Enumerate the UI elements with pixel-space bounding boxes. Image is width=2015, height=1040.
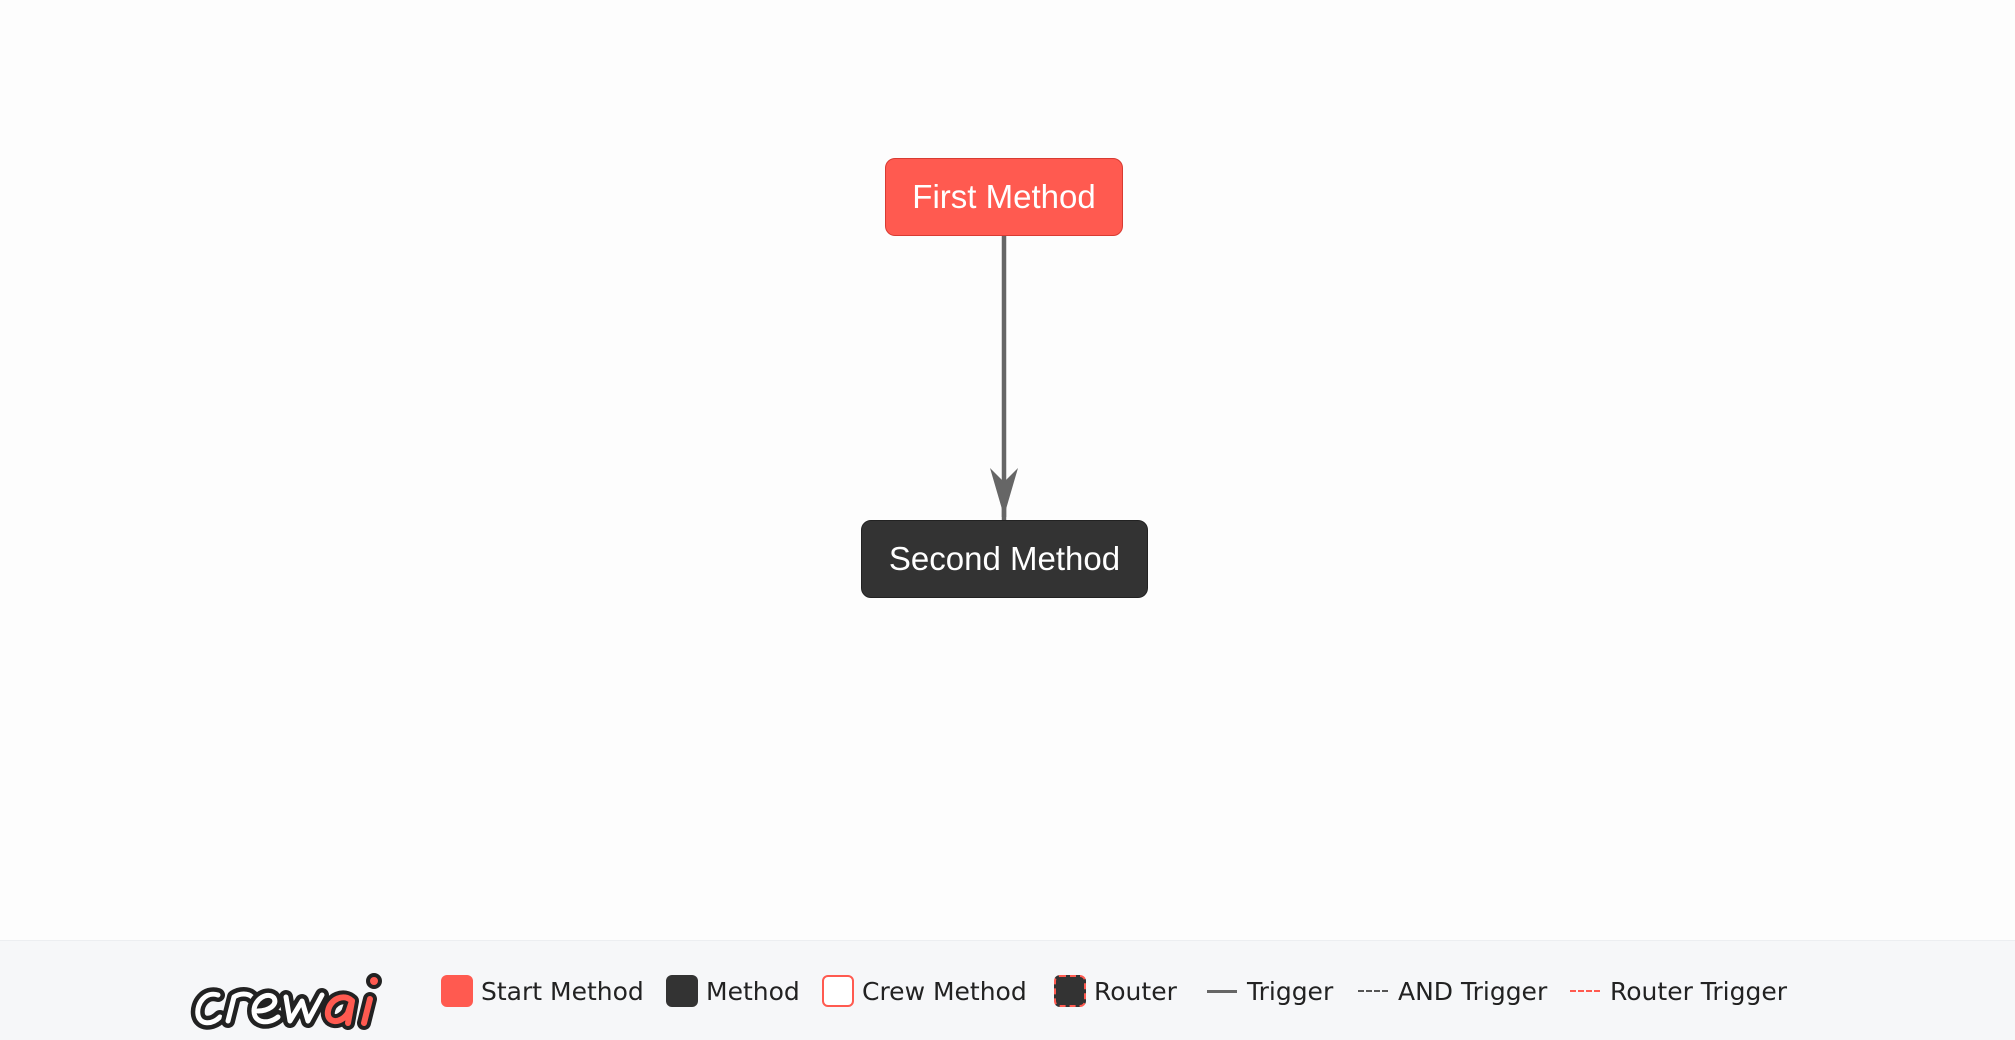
legend-label: Router — [1094, 976, 1177, 1006]
legend-router-trigger: Router Trigger — [1570, 971, 1787, 1011]
legend-bar: Start Method Method Crew Method Router T… — [0, 940, 2015, 1040]
legend-label: AND Trigger — [1398, 976, 1548, 1006]
solid-line-icon — [1207, 989, 1237, 993]
legend-start-method: Start Method — [441, 971, 644, 1011]
node-first-method[interactable]: First Method — [885, 158, 1123, 236]
node-label: First Method — [912, 178, 1096, 215]
legend-method: Method — [666, 971, 800, 1011]
edge-layer — [990, 236, 1018, 520]
legend-trigger: Trigger — [1207, 971, 1333, 1011]
legend-label: Router Trigger — [1610, 976, 1788, 1006]
legend-router: Router — [1054, 971, 1177, 1011]
start-method-swatch-icon — [441, 975, 473, 1007]
crewai-logo-icon — [190, 973, 382, 1030]
red-dashed-line-icon — [1570, 990, 1600, 992]
legend-label: Crew Method — [862, 976, 1027, 1006]
edge-arrowhead — [990, 468, 1018, 516]
legend-crew-method: Crew Method — [822, 971, 1027, 1011]
method-swatch-icon — [666, 975, 698, 1007]
node-label: Second Method — [888, 540, 1121, 577]
legend-label: Method — [706, 976, 800, 1006]
legend-and-trigger: AND Trigger — [1358, 971, 1547, 1011]
legend-label: Trigger — [1247, 976, 1334, 1006]
dashed-line-icon — [1358, 990, 1388, 992]
router-swatch-icon — [1054, 975, 1086, 1007]
legend-label: Start Method — [481, 976, 644, 1006]
crew-method-swatch-icon — [822, 975, 854, 1007]
node-second-method[interactable]: Second Method — [861, 520, 1148, 598]
flow-canvas[interactable]: First Method Second Method — [0, 0, 2015, 940]
